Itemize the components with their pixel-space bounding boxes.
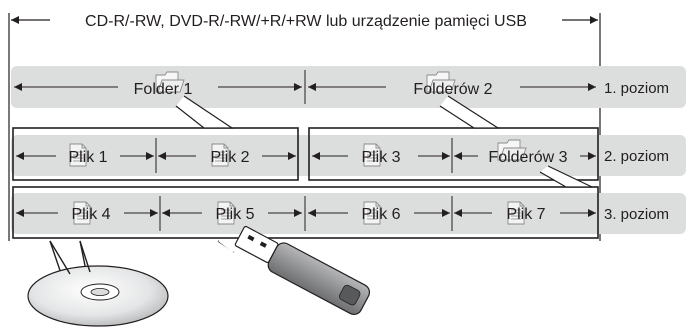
connector-folder-3 (539, 165, 593, 188)
level1-folder-1: Folder 1 (14, 71, 302, 98)
file-2-label: Plik 2 (210, 149, 249, 166)
level3-file-7: Plik 7 (454, 201, 596, 225)
file-4-label: Plik 4 (71, 206, 110, 223)
disc-icon (27, 240, 169, 327)
level2-folder-3: Folderów 3 (454, 139, 596, 166)
level-3-label: 3. poziom (604, 206, 669, 223)
level-2-label: 2. poziom (604, 148, 669, 165)
level3-group (12, 186, 599, 239)
level2-file-1: Plik 1 (16, 143, 154, 167)
connector-folder-2 (439, 95, 501, 129)
folder-1-label: Folder 1 (134, 81, 193, 98)
level3-file-4: Plik 4 (16, 201, 158, 225)
level2-file-3: Plik 3 (312, 143, 450, 167)
level1-folder-2: Folderów 2 (308, 71, 596, 98)
file-5-label: Plik 5 (215, 206, 254, 223)
level2-group-b (308, 127, 599, 181)
connector-folder-1 (175, 95, 234, 129)
folder-2-label: Folderów 2 (413, 81, 492, 98)
level-1-label: 1. poziom (604, 80, 669, 97)
level3-file-5: Plik 5 (162, 201, 302, 225)
file-3-label: Plik 3 (361, 149, 400, 166)
header-label: CD-R/-RW, DVD-R/-RW/+R/+RW lub urządzeni… (85, 13, 527, 30)
folder-3-label: Folderów 3 (488, 149, 567, 166)
file-7-label: Plik 7 (506, 206, 545, 223)
file-1-label: Plik 1 (68, 149, 107, 166)
file-6-label: Plik 6 (361, 206, 400, 223)
level2-file-2: Plik 2 (158, 143, 296, 167)
usb-drive-icon (217, 225, 371, 316)
level2-group-a (12, 127, 299, 181)
level3-file-6: Plik 6 (308, 201, 450, 225)
